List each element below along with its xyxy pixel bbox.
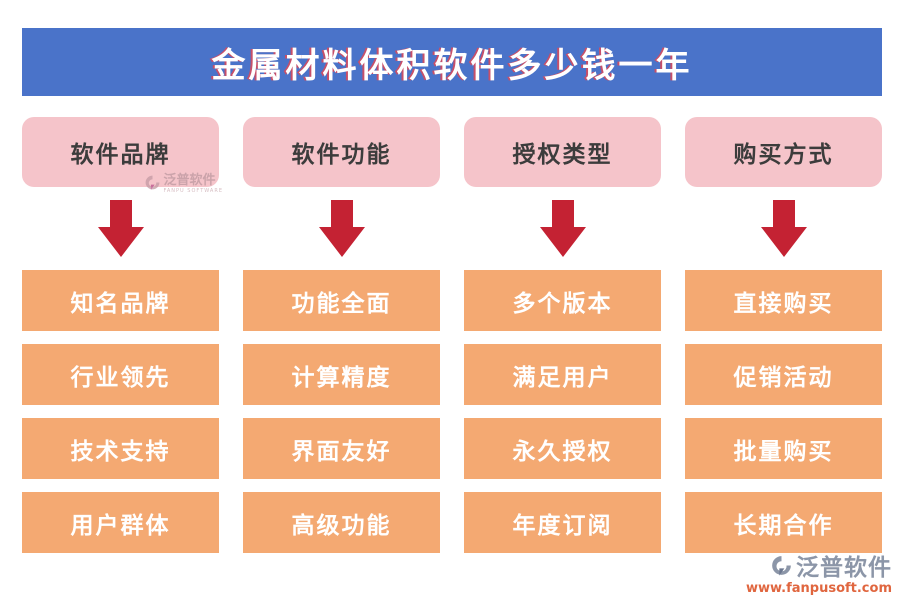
item-label: 年度订阅 — [512, 511, 613, 539]
item-label: 用户群体 — [70, 511, 171, 539]
item-box: 长期合作 — [685, 492, 882, 553]
brand-url: www.fanpusoft.com — [745, 581, 892, 596]
item-box: 直接购买 — [685, 270, 882, 331]
title-banner: 金属材料体积软件多少钱一年 — [22, 28, 882, 96]
item-box: 多个版本 — [464, 270, 661, 331]
brand-footer: 泛普软件 www.fanpusoft.com — [746, 554, 892, 596]
fanpu-logo-icon — [144, 174, 161, 195]
column-header: 软件功能 — [243, 117, 440, 187]
item-box: 促销活动 — [685, 344, 882, 405]
item-label: 直接购买 — [733, 289, 834, 317]
page-title: 金属材料体积软件多少钱一年 — [211, 45, 693, 86]
column-software-brand: 软件品牌 泛普软件 FANPU SOFTWARE 知名品牌 — [22, 117, 222, 553]
down-arrow-icon — [97, 200, 144, 257]
item-label: 高级功能 — [291, 511, 392, 539]
column-purchase-method: 购买方式 直接购买 促销活动 批量购买 长期合作 — [685, 117, 882, 553]
watermark-name: 泛普软件 — [163, 173, 216, 188]
down-arrow-icon — [318, 200, 365, 257]
column-header: 授权类型 — [464, 117, 661, 187]
watermark: 泛普软件 FANPU SOFTWARE — [144, 174, 223, 195]
item-box: 用户群体 — [22, 492, 219, 553]
item-box: 高级功能 — [243, 492, 440, 553]
fanpu-logo-icon — [770, 554, 793, 581]
column-header: 购买方式 — [685, 117, 882, 187]
column-header-label: 软件品牌 — [70, 141, 171, 168]
item-box: 界面友好 — [243, 418, 440, 479]
item-box: 永久授权 — [464, 418, 661, 479]
item-label: 行业领先 — [70, 363, 171, 391]
item-box: 批量购买 — [685, 418, 882, 479]
item-label: 功能全面 — [291, 289, 392, 317]
item-box: 技术支持 — [22, 418, 219, 479]
watermark-subtext: FANPU SOFTWARE — [163, 188, 223, 194]
item-label: 多个版本 — [512, 289, 613, 317]
item-label: 永久授权 — [512, 437, 613, 465]
item-box: 计算精度 — [243, 344, 440, 405]
item-label: 计算精度 — [291, 363, 392, 391]
down-arrow-icon — [760, 200, 807, 257]
item-box: 满足用户 — [464, 344, 661, 405]
columns-grid: 软件品牌 泛普软件 FANPU SOFTWARE 知名品牌 — [22, 117, 882, 553]
column-software-features: 软件功能 功能全面 计算精度 界面友好 高级功能 — [243, 117, 440, 553]
item-label: 界面友好 — [291, 437, 392, 465]
item-label: 技术支持 — [70, 437, 171, 465]
down-arrow-icon — [539, 200, 586, 257]
column-header-label: 授权类型 — [512, 141, 613, 168]
item-box: 知名品牌 — [22, 270, 219, 331]
item-label: 批量购买 — [733, 437, 834, 465]
item-label: 促销活动 — [733, 363, 834, 391]
item-box: 行业领先 — [22, 344, 219, 405]
column-header: 软件品牌 泛普软件 FANPU SOFTWARE — [22, 117, 222, 194]
item-box: 年度订阅 — [464, 492, 661, 553]
item-label: 知名品牌 — [70, 289, 171, 317]
column-header-label: 购买方式 — [733, 141, 834, 168]
column-license-type: 授权类型 多个版本 满足用户 永久授权 年度订阅 — [464, 117, 661, 553]
item-box: 功能全面 — [243, 270, 440, 331]
column-header-label: 软件功能 — [291, 141, 392, 168]
item-label: 满足用户 — [512, 363, 613, 391]
brand-name: 泛普软件 — [796, 553, 892, 581]
item-label: 长期合作 — [733, 511, 834, 539]
